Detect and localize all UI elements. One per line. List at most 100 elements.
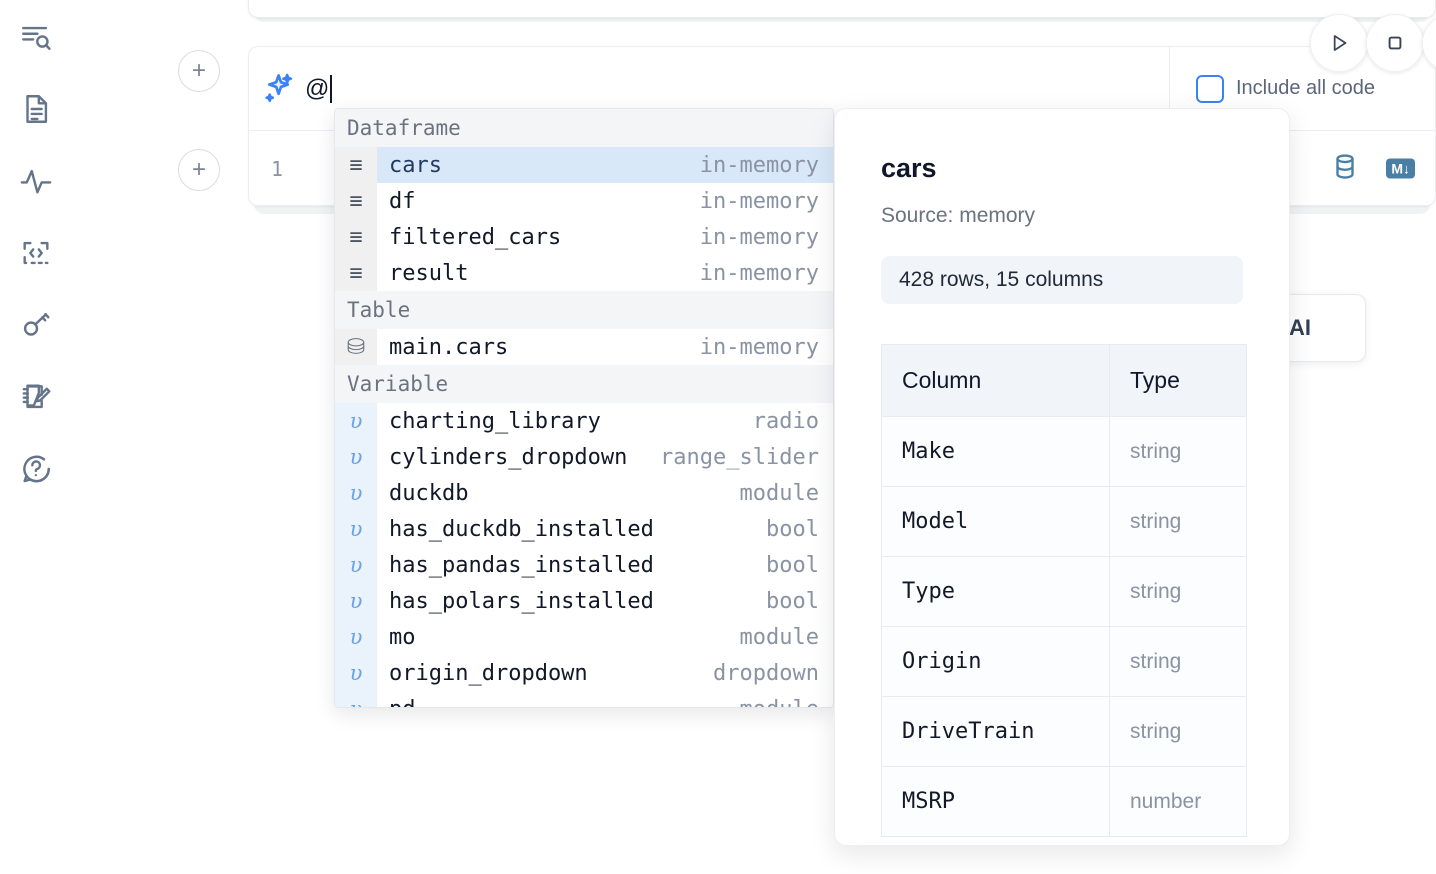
autocomplete-item-name: df bbox=[389, 188, 416, 214]
sidebar-item-document[interactable] bbox=[12, 85, 60, 133]
autocomplete-item[interactable]: υ has_polars_installed bool bbox=[335, 583, 833, 619]
info-panel-source: Source: memory bbox=[881, 204, 1036, 227]
plus-icon: + bbox=[191, 156, 206, 183]
schema-column-type: number bbox=[1109, 766, 1247, 837]
include-all-code-control[interactable]: Include all code bbox=[1169, 46, 1436, 131]
autocomplete-item-type: module bbox=[739, 624, 819, 650]
variable-icon: υ bbox=[335, 403, 377, 439]
variable-icon: υ bbox=[335, 583, 377, 619]
autocomplete-item-body: pd module bbox=[377, 691, 833, 708]
variable-icon: υ bbox=[335, 511, 377, 547]
autocomplete-item-name: has_duckdb_installed bbox=[389, 516, 654, 542]
schema-column-type: string bbox=[1109, 696, 1247, 767]
schema-column-name: Model bbox=[881, 486, 1110, 557]
dataframe-icon: ≡ bbox=[335, 147, 377, 183]
dataframe-icon: ≡ bbox=[335, 183, 377, 219]
markdown-icon[interactable]: M↓ bbox=[1386, 158, 1415, 179]
document-icon bbox=[19, 92, 53, 126]
outline-search-icon bbox=[19, 21, 53, 55]
sidebar-item-activity[interactable] bbox=[12, 157, 60, 205]
variable-icon: υ bbox=[335, 655, 377, 691]
sidebar-item-help[interactable] bbox=[12, 445, 60, 493]
schema-column-name: DriveTrain bbox=[881, 696, 1110, 767]
autocomplete-item-type: bool bbox=[766, 588, 819, 614]
sidebar-item-outline-search[interactable] bbox=[12, 14, 60, 62]
variable-icon: υ bbox=[335, 619, 377, 655]
dataframe-icon: ≡ bbox=[335, 219, 377, 255]
sidebar-item-scratchpad[interactable] bbox=[12, 373, 60, 421]
code-snippet-icon bbox=[19, 236, 53, 270]
line-number: 1 bbox=[270, 156, 284, 181]
autocomplete-item-type: module bbox=[724, 697, 819, 708]
schema-column-type: string bbox=[1109, 416, 1247, 487]
code-editor-row[interactable]: 1 M↓ bbox=[249, 131, 1436, 206]
schema-column-name: Type bbox=[881, 556, 1110, 627]
stop-cell-button[interactable] bbox=[1366, 14, 1424, 72]
schema-table-header-row: Column Type bbox=[881, 344, 1247, 417]
include-all-code-checkbox[interactable] bbox=[1196, 74, 1224, 103]
autocomplete-item-name: has_pandas_installed bbox=[389, 552, 654, 578]
autocomplete-item-name: pd bbox=[389, 697, 416, 708]
autocomplete-item-name: filtered_cars bbox=[389, 224, 562, 250]
schema-header-type: Type bbox=[1109, 344, 1247, 417]
table-db-icon: ⛁ bbox=[335, 329, 377, 365]
sidebar-item-code-snippet[interactable] bbox=[12, 229, 60, 277]
sidebar-item-secrets[interactable] bbox=[12, 301, 60, 349]
autocomplete-item-body: has_polars_installed bool bbox=[377, 583, 833, 619]
scratchpad-edit-icon bbox=[19, 380, 53, 414]
cell-above[interactable] bbox=[248, 0, 1436, 18]
variable-icon: υ bbox=[335, 691, 377, 707]
variable-icon: υ bbox=[335, 475, 377, 511]
schema-column-name: MSRP bbox=[881, 766, 1110, 837]
autocomplete-item-name: cars bbox=[389, 152, 442, 178]
schema-column-name: Origin bbox=[881, 626, 1110, 697]
add-cell-button-top[interactable]: + bbox=[178, 50, 220, 92]
autocomplete-item-type: bool bbox=[766, 516, 819, 542]
cell-status-icons: M↓ bbox=[1330, 151, 1415, 186]
ai-prompt-text: @ bbox=[305, 74, 330, 102]
schema-header-column: Column bbox=[881, 344, 1110, 417]
variable-icon: υ bbox=[335, 547, 377, 583]
autocomplete-item-name: mo bbox=[389, 624, 416, 650]
database-icon[interactable] bbox=[1330, 151, 1360, 186]
schema-column-type: string bbox=[1109, 626, 1247, 697]
autocomplete-item-name: origin_dropdown bbox=[389, 660, 588, 686]
ai-prompt-input[interactable]: @ bbox=[305, 47, 1169, 131]
autocomplete-item[interactable]: υ has_duckdb_installed bool bbox=[335, 511, 833, 547]
add-cell-button-bottom[interactable]: + bbox=[178, 149, 220, 191]
autocomplete-item-name: has_polars_installed bbox=[389, 588, 654, 614]
text-caret bbox=[330, 74, 333, 103]
autocomplete-item-type: range_slider bbox=[660, 444, 819, 470]
autocomplete-item-name: charting_library bbox=[389, 408, 601, 434]
autocomplete-item[interactable]: υ pd module bbox=[335, 691, 833, 708]
autocomplete-item-type: in-memory bbox=[699, 260, 819, 286]
run-cell-button[interactable] bbox=[1310, 14, 1368, 72]
schema-column-type: string bbox=[1109, 556, 1247, 627]
dataframe-icon: ≡ bbox=[335, 255, 377, 291]
